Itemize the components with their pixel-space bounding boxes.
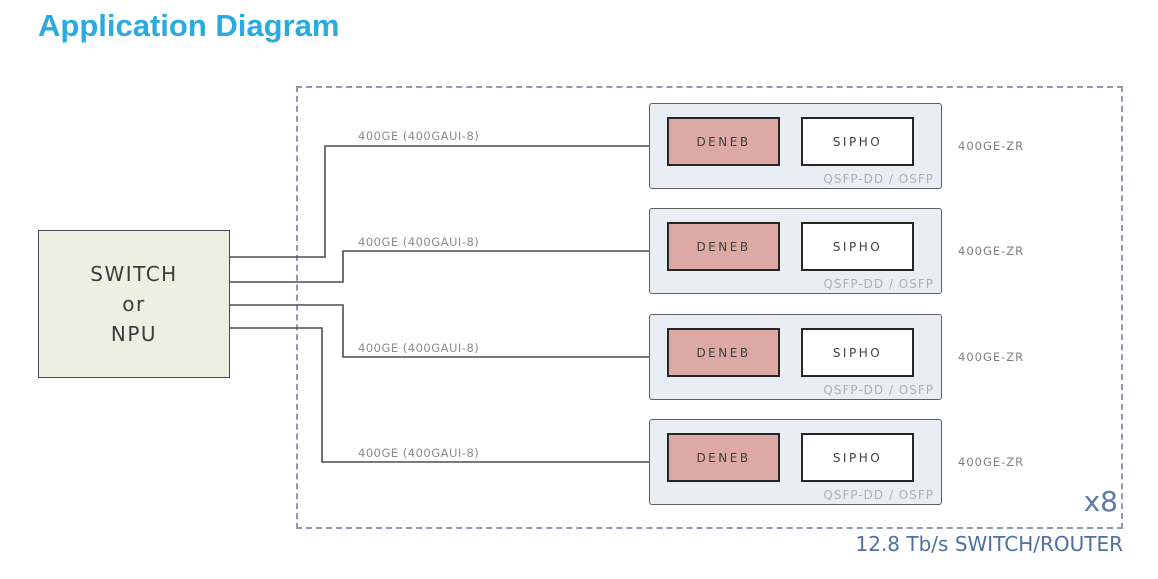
deneb-chip: DENEB [667, 117, 780, 166]
sipho-chip-label: SIPHO [832, 134, 883, 149]
transceiver-module-2: DENEB SIPHO QSFP-DD / OSFP [649, 208, 942, 294]
sipho-chip: SIPHO [801, 117, 914, 166]
line-output-label-1: 400GE-ZR [958, 139, 1025, 153]
line-output-label-2: 400GE-ZR [958, 244, 1025, 258]
deneb-chip-label: DENEB [696, 345, 751, 360]
deneb-chip-label: DENEB [696, 239, 751, 254]
line-output-label-3: 400GE-ZR [958, 350, 1025, 364]
transceiver-module-1: DENEB SIPHO QSFP-DD / OSFP [649, 103, 942, 189]
switch-npu-node: SWITCH or NPU [38, 230, 230, 378]
line-output-label-4: 400GE-ZR [958, 455, 1025, 469]
host-link-label-1: 400GE (400GAUI-8) [358, 129, 480, 143]
switch-label-line-3: NPU [110, 322, 158, 346]
sipho-chip: SIPHO [801, 222, 914, 271]
transceiver-module-4: DENEB SIPHO QSFP-DD / OSFP [649, 419, 942, 505]
host-link-label-3: 400GE (400GAUI-8) [358, 341, 480, 355]
switch-label-line-1: SWITCH [90, 262, 178, 286]
form-factor-label: QSFP-DD / OSFP [823, 383, 934, 397]
form-factor-label: QSFP-DD / OSFP [823, 172, 934, 186]
host-link-label-2: 400GE (400GAUI-8) [358, 235, 480, 249]
boundary-caption: 12.8 Tb/s SWITCH/ROUTER [855, 532, 1124, 556]
deneb-chip: DENEB [667, 433, 780, 482]
switch-label-line-2: or [122, 292, 146, 316]
deneb-chip-label: DENEB [696, 134, 751, 149]
form-factor-label: QSFP-DD / OSFP [823, 488, 934, 502]
multiplier-label: x8 [1083, 485, 1118, 518]
deneb-chip: DENEB [667, 328, 780, 377]
sipho-chip-label: SIPHO [832, 450, 883, 465]
sipho-chip-label: SIPHO [832, 345, 883, 360]
sipho-chip: SIPHO [801, 328, 914, 377]
host-link-label-4: 400GE (400GAUI-8) [358, 446, 480, 460]
transceiver-module-3: DENEB SIPHO QSFP-DD / OSFP [649, 314, 942, 400]
page-title: Application Diagram [38, 8, 340, 43]
form-factor-label: QSFP-DD / OSFP [823, 277, 934, 291]
sipho-chip: SIPHO [801, 433, 914, 482]
sipho-chip-label: SIPHO [832, 239, 883, 254]
deneb-chip: DENEB [667, 222, 780, 271]
deneb-chip-label: DENEB [696, 450, 751, 465]
